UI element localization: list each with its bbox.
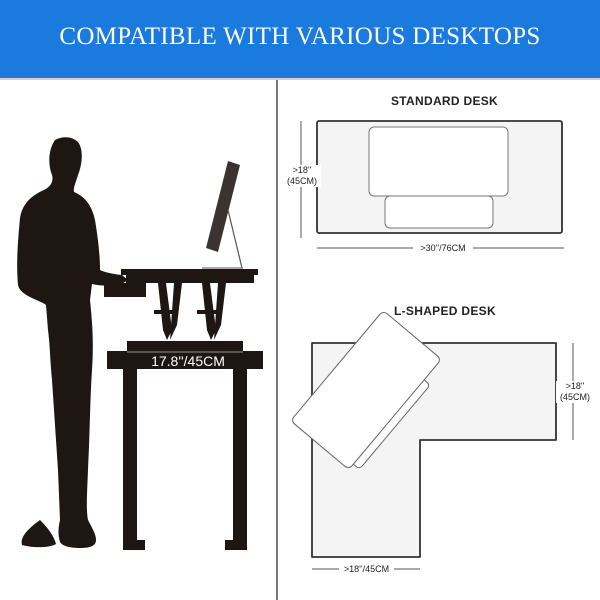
riser-width-label: 17.8''/45CM xyxy=(151,353,225,369)
monitor-icon xyxy=(202,161,243,269)
l-shaped-depth-label: >18'' (45CM) xyxy=(556,381,594,403)
person-silhouette-icon xyxy=(17,137,129,548)
table-icon xyxy=(107,351,263,550)
l-shaped-width-label: >18''/45CM xyxy=(339,564,394,575)
standard-depth-label: >18'' (45CM) xyxy=(283,165,321,187)
l-shaped-desk-title: L-SHAPED DESK xyxy=(394,304,496,318)
standard-desk-title: STANDARD DESK xyxy=(391,94,499,108)
banner: COMPATIBLE WITH VARIOUS DESKTOPS xyxy=(0,0,600,78)
desk-riser-icon xyxy=(104,269,258,351)
top-rule xyxy=(0,78,600,80)
standard-width-label: >30''/76CM xyxy=(413,243,473,254)
banner-title: COMPATIBLE WITH VARIOUS DESKTOPS xyxy=(59,23,541,50)
panel-divider xyxy=(276,80,278,600)
